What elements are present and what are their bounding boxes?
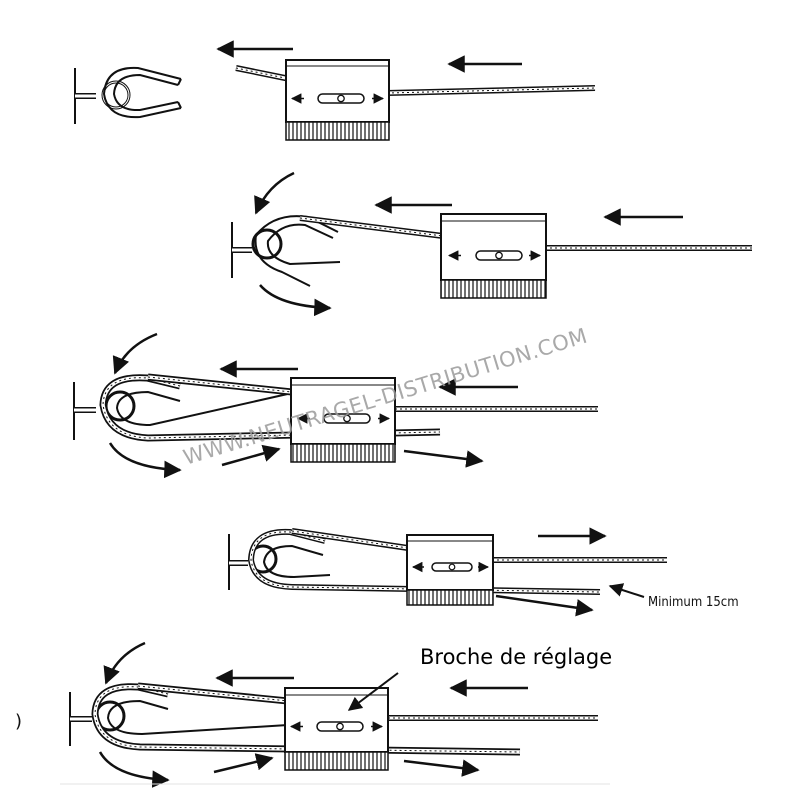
rotate-arrow (112, 332, 158, 375)
minimum-label: Minimum 15cm (648, 595, 739, 610)
step-3 (73, 332, 598, 479)
step-5: ) Broche de réglage (15, 641, 612, 788)
open-hook (102, 66, 182, 119)
wall-anchor (74, 68, 96, 124)
push-arrow (403, 759, 480, 777)
step-1 (74, 40, 596, 141)
rotate-arrow (98, 751, 170, 788)
anchor-ring (251, 228, 283, 260)
push-arrow (495, 594, 594, 617)
rotate-arrow (259, 284, 332, 317)
push-arrow (403, 449, 484, 468)
cable-gripper (406, 534, 494, 606)
step-2 (231, 171, 752, 317)
pin-pointer (347, 672, 399, 711)
pin-label: Broche de réglage (420, 645, 612, 669)
push-arrow (213, 753, 274, 774)
edge-mark: ) (15, 711, 22, 732)
step-4: Minimum 15cm (228, 527, 739, 617)
cable-gripper (440, 213, 547, 299)
cable-gripper (285, 59, 390, 141)
cable-gripper (290, 377, 396, 463)
cable-gripper (284, 687, 389, 771)
rotate-arrow (108, 442, 182, 479)
minimum-pointer (608, 583, 645, 598)
rotate-arrow (103, 641, 146, 685)
rotate-arrow (254, 171, 295, 215)
push-arrow (221, 444, 281, 467)
